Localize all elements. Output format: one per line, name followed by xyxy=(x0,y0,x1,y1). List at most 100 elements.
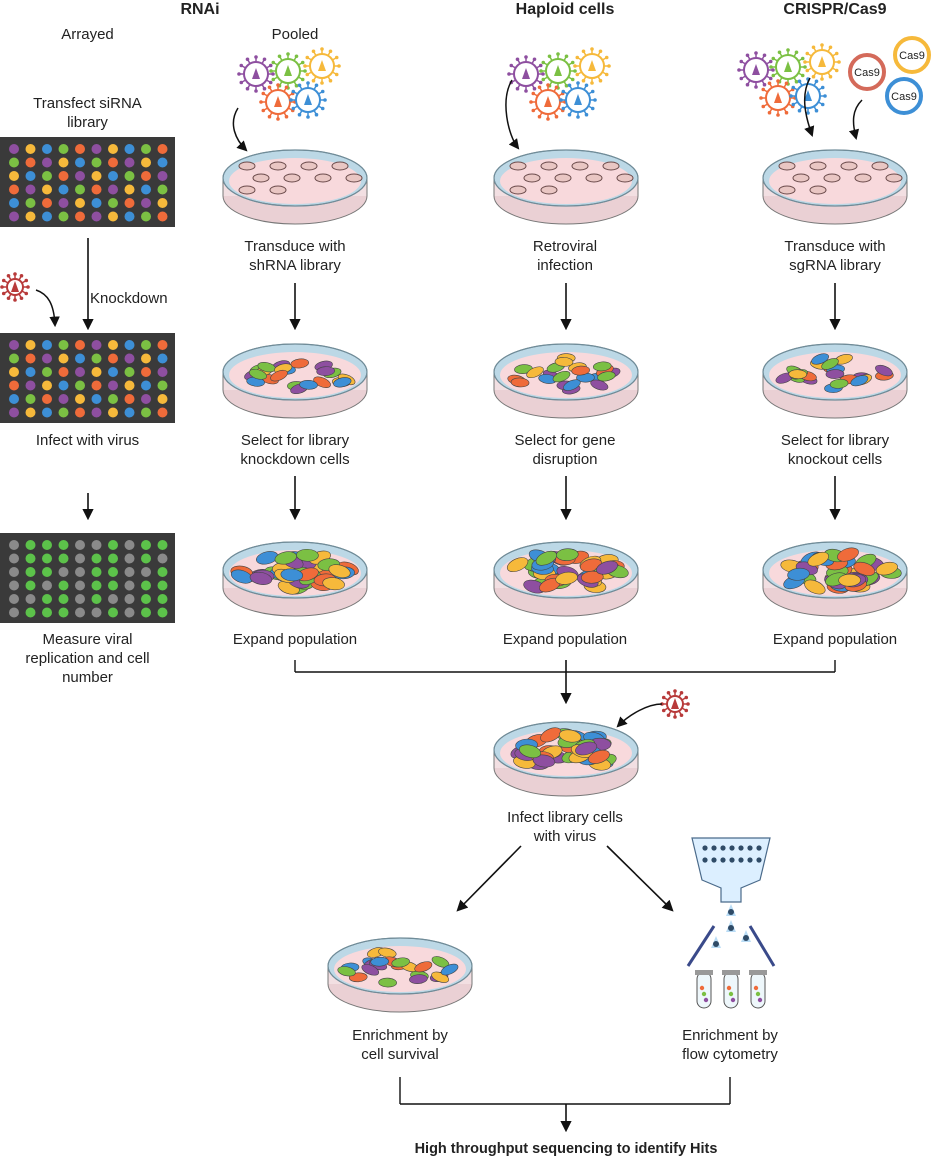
sorter-particle xyxy=(711,857,717,863)
plasmid-label: Cas9 xyxy=(854,67,880,79)
virus-spike-tip xyxy=(570,60,575,65)
plate-well xyxy=(75,171,85,181)
cell xyxy=(837,547,859,562)
virus-spike-tip xyxy=(286,52,290,56)
sorter-particle xyxy=(720,845,726,851)
virus-spike-tip xyxy=(820,77,824,81)
virus-spike-tip xyxy=(13,298,17,302)
collection-tube xyxy=(750,971,766,1009)
cell xyxy=(850,375,869,387)
plate-well xyxy=(124,567,135,577)
plate-well xyxy=(9,594,19,604)
plate-well xyxy=(141,367,151,377)
virus-particle xyxy=(803,43,841,81)
virus-spike-tip xyxy=(507,72,511,76)
virus-spike-tip xyxy=(271,77,276,82)
petri-dish-infected-library xyxy=(493,721,639,797)
plate-well xyxy=(25,607,36,618)
virus-spike-tip xyxy=(259,100,263,104)
virus-spike-tip xyxy=(834,51,839,56)
cell xyxy=(526,366,544,379)
virus-spike-tip xyxy=(328,78,333,83)
cell xyxy=(269,161,287,171)
plate-well xyxy=(124,171,135,181)
plate-well xyxy=(9,380,19,391)
virus-spike-tip xyxy=(584,112,589,117)
virus-spike-tip xyxy=(814,108,819,113)
virus-spike-tip xyxy=(590,47,594,51)
virus-particle xyxy=(759,79,797,117)
virus-spike-tip xyxy=(803,65,807,69)
virus-particle xyxy=(737,51,775,89)
cell xyxy=(440,963,459,976)
flow-cytometer xyxy=(686,837,776,1009)
cell xyxy=(238,161,256,171)
plate-well xyxy=(42,594,52,604)
cell xyxy=(414,961,433,973)
virus-spike-tip xyxy=(820,85,825,90)
cell xyxy=(248,368,267,380)
plate-well xyxy=(25,184,36,195)
plate-well xyxy=(141,607,151,618)
cell xyxy=(563,379,581,391)
virus-spike-tip xyxy=(328,49,333,54)
virus-spike-tip xyxy=(291,89,296,94)
virus-spike-tip xyxy=(759,96,763,100)
virus-spike-tip xyxy=(314,83,319,88)
plasmid-ring xyxy=(885,77,923,115)
plate-well xyxy=(58,211,69,222)
cell xyxy=(345,173,363,183)
virus-spike-tip xyxy=(24,291,29,296)
plate-well xyxy=(157,594,168,604)
cell xyxy=(602,161,620,171)
virus-spike-tip xyxy=(761,104,766,109)
petri-dish-crispr-expanded xyxy=(762,541,908,617)
virus-spike-tip xyxy=(271,60,276,65)
curved-arrow xyxy=(616,703,663,728)
virus-spike-tip xyxy=(834,68,839,73)
plate-well xyxy=(9,171,19,181)
plate-well xyxy=(42,171,52,181)
cell xyxy=(314,173,332,183)
petri-dish-pooled-transduced xyxy=(222,149,368,225)
plate-well xyxy=(91,353,102,364)
plate-well xyxy=(42,607,52,618)
flow-arrow xyxy=(606,845,674,912)
virus-spike-tip xyxy=(271,72,275,76)
plate-well xyxy=(108,340,118,350)
virus-spike-tip xyxy=(739,59,744,64)
plate-well xyxy=(141,353,151,364)
virus-core xyxy=(671,698,679,709)
virus-spike-tip xyxy=(564,83,569,88)
plate-well xyxy=(108,580,118,591)
plate-well xyxy=(25,580,36,591)
plate-well xyxy=(42,407,52,418)
virus-spike-tip xyxy=(537,114,542,119)
sorted-cell xyxy=(728,909,734,915)
plate-well xyxy=(75,340,85,350)
cell xyxy=(333,377,352,388)
plate-well xyxy=(75,540,85,550)
virus-particle xyxy=(559,81,597,119)
tube-cap xyxy=(749,970,767,975)
virus-spike-tip xyxy=(524,89,528,93)
cell xyxy=(283,173,301,183)
cell xyxy=(804,579,826,595)
virus-spike-tip xyxy=(262,57,267,62)
virus-spike-tip xyxy=(679,713,684,718)
virus-spike-tip xyxy=(768,59,773,64)
virus-spike-tip xyxy=(575,55,580,60)
arrows xyxy=(35,77,863,1133)
virus-core xyxy=(554,65,562,76)
plate-well xyxy=(141,394,151,404)
virus-spike-tip xyxy=(276,83,280,87)
dish-lid-rim xyxy=(762,149,908,207)
plate-well xyxy=(108,553,118,564)
virus-spike-tip xyxy=(768,76,773,81)
virus-spike-tip xyxy=(541,60,546,65)
plate-well xyxy=(108,367,118,377)
cell xyxy=(616,173,634,183)
cell xyxy=(252,173,270,183)
